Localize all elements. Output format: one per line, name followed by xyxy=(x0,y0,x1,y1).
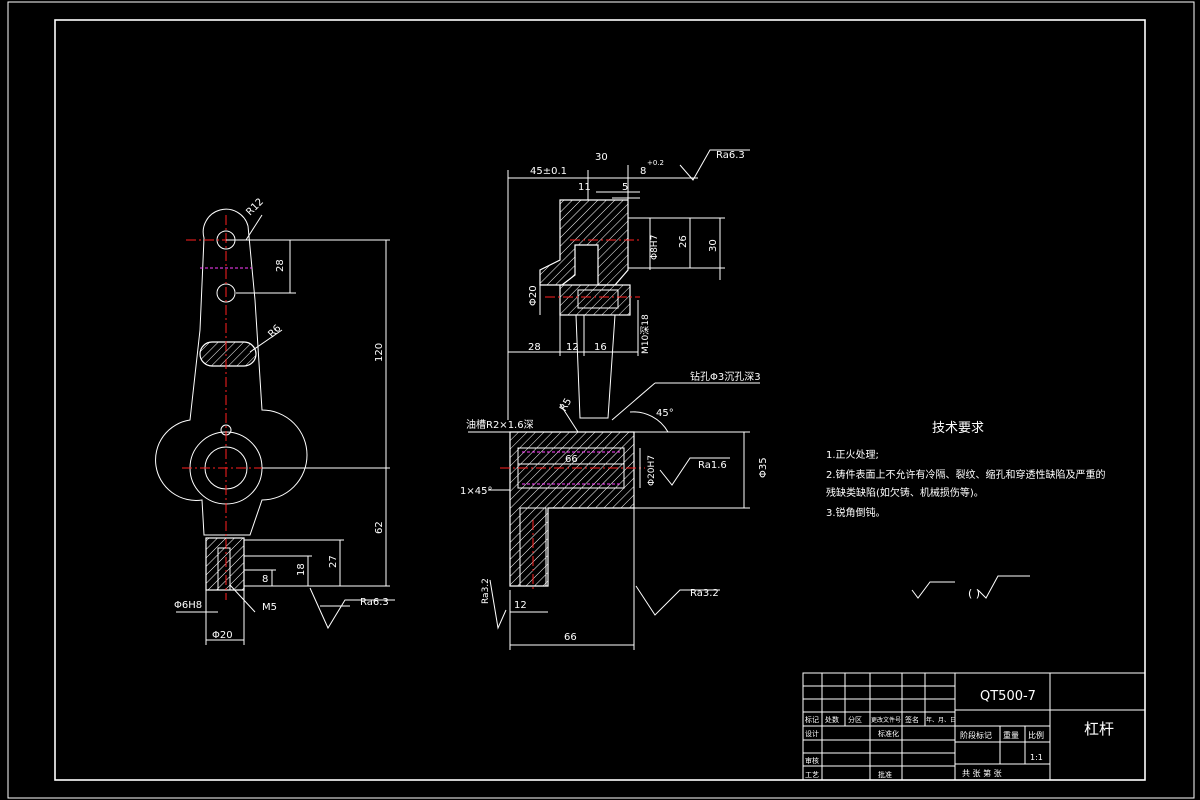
leader xyxy=(245,214,263,241)
groove-note: 油槽R2×1.6深 xyxy=(466,418,534,431)
dim-r6: R6 xyxy=(266,323,283,340)
dim-16: 16 xyxy=(594,342,607,353)
row-docno: 更改文件号 xyxy=(871,716,901,724)
title-block: QT500-7 杠杆 1:1 阶段标记 重量 比例 共 张 第 张 标记 处数 … xyxy=(802,672,1146,781)
dim-11: 11 xyxy=(578,182,591,193)
roughness-symbol xyxy=(659,457,730,486)
tech-req-item: 3.锐角倒钝。 xyxy=(826,506,886,519)
drill-note: 钻孔Φ3沉孔深3 xyxy=(690,370,761,383)
outer-border xyxy=(7,1,1195,799)
dim-27: 27 xyxy=(328,555,339,568)
approve-label: 批准 xyxy=(878,770,892,779)
fork-section xyxy=(539,199,629,286)
tech-req-item: 残缺类缺陷(如欠铸、机械损伤等)。 xyxy=(826,486,984,499)
web-bore xyxy=(577,289,619,309)
sheets-label: 共 张 第 张 xyxy=(962,768,1002,778)
check-label: 审核 xyxy=(805,756,819,765)
row-count: 处数 xyxy=(825,715,839,724)
leader xyxy=(249,329,283,353)
dim-28: 28 xyxy=(275,259,286,272)
dim-12-b: 12 xyxy=(514,600,527,611)
inner-border xyxy=(54,19,1146,781)
dim-phi20: Φ20 xyxy=(528,285,539,306)
dim-8: 8 xyxy=(640,166,646,177)
roughness-ra63: Ra6.3 xyxy=(716,150,745,161)
dim-62: 62 xyxy=(374,521,385,534)
dim-30-right: 30 xyxy=(708,239,719,252)
dim-120: 120 xyxy=(374,343,385,362)
weight-label: 重量 xyxy=(1003,730,1019,740)
roughness-symbol xyxy=(911,581,955,599)
row-date: 年、月、日 xyxy=(926,716,956,724)
dim-phi6h8: Φ6H8 xyxy=(174,600,202,611)
dim-45: 45±0.1 xyxy=(530,166,567,177)
bottom-bore xyxy=(217,547,231,591)
scale-value: 1:1 xyxy=(1030,753,1043,762)
dim-18: 18 xyxy=(296,563,307,576)
bottom-section xyxy=(205,537,245,591)
standard-label: 标准化 xyxy=(878,729,899,738)
roughness-note: ( ) xyxy=(968,587,980,600)
roughness-ra16: Ra1.6 xyxy=(698,460,727,471)
dim-66-inner: 66 xyxy=(565,454,578,465)
design-label: 设计 xyxy=(805,729,819,738)
dim-28: 28 xyxy=(528,342,541,353)
dim-26: 26 xyxy=(678,235,689,248)
dim-m5: M5 xyxy=(262,602,277,613)
dim-tol: +0.2 xyxy=(647,159,664,167)
row-zone: 分区 xyxy=(848,715,862,724)
dim-r12: R12 xyxy=(244,196,266,218)
process-label: 工艺 xyxy=(805,771,819,779)
dim-30-top: 30 xyxy=(595,152,608,163)
roughness-symbol xyxy=(489,579,507,630)
tech-req-item: 1.正火处理; xyxy=(826,449,879,461)
tech-req-item: 2.铸件表面上不允许有冷隔、裂纹、缩孔和穿透性缺陷及严重的 xyxy=(826,468,1106,481)
roughness-symbol xyxy=(309,587,395,630)
slot xyxy=(199,341,257,367)
roughness-symbol xyxy=(977,575,1030,599)
row-mark: 标记 xyxy=(805,715,819,724)
dim-phi35: Φ35 xyxy=(758,457,769,478)
dim-5: 5 xyxy=(622,182,628,193)
arm xyxy=(575,314,616,419)
dim-phi20h7: Φ20H7 xyxy=(647,455,657,486)
roughness-symbol xyxy=(679,149,750,181)
tech-req-title: 技术要求 xyxy=(932,421,984,436)
dim-12-a: 12 xyxy=(566,342,579,353)
dim-phi8h7: Φ8H7 xyxy=(650,235,660,260)
material: QT500-7 xyxy=(980,689,1036,704)
leader xyxy=(229,584,256,613)
leader xyxy=(559,403,579,433)
dim-r5: R5 xyxy=(558,396,574,413)
bottom-cavity xyxy=(519,507,547,587)
leader xyxy=(611,382,656,421)
dim-45-angle: 45° xyxy=(656,408,674,419)
dim-8: 8 xyxy=(262,574,268,585)
stage-label: 阶段标记 xyxy=(960,730,992,740)
dim-66-bottom: 66 xyxy=(564,632,577,643)
lever-outline xyxy=(155,208,308,536)
row-sign: 签名 xyxy=(905,715,919,724)
angle-arc xyxy=(629,411,669,433)
technical-requirements: 技术要求 1.正火处理; 2.铸件表面上不允许有冷隔、裂纹、缩孔和穿透性缺陷及严… xyxy=(826,421,1106,600)
part-name: 杠杆 xyxy=(1084,720,1114,738)
roughness-ra32-right: Ra3.2 xyxy=(690,588,719,599)
dim-m10: M10深18 xyxy=(640,314,651,354)
dim-phi20: Φ20 xyxy=(212,630,233,641)
roughness-symbol xyxy=(635,585,720,616)
roughness-ra32-left: Ra3.2 xyxy=(481,578,491,604)
side-view: 45±0.1 30 8 +0.2 11 5 Ra6.3 Φ8H7 26 30 Φ… xyxy=(460,149,769,650)
dim-chamfer: 1×45° xyxy=(460,486,492,497)
front-view: R12 28 R6 120 62 27 18 8 M5 Φ6H8 Φ20 Ra6… xyxy=(155,196,395,645)
ratio-label: 比例 xyxy=(1028,730,1044,740)
roughness-ra63: Ra6.3 xyxy=(360,597,389,608)
